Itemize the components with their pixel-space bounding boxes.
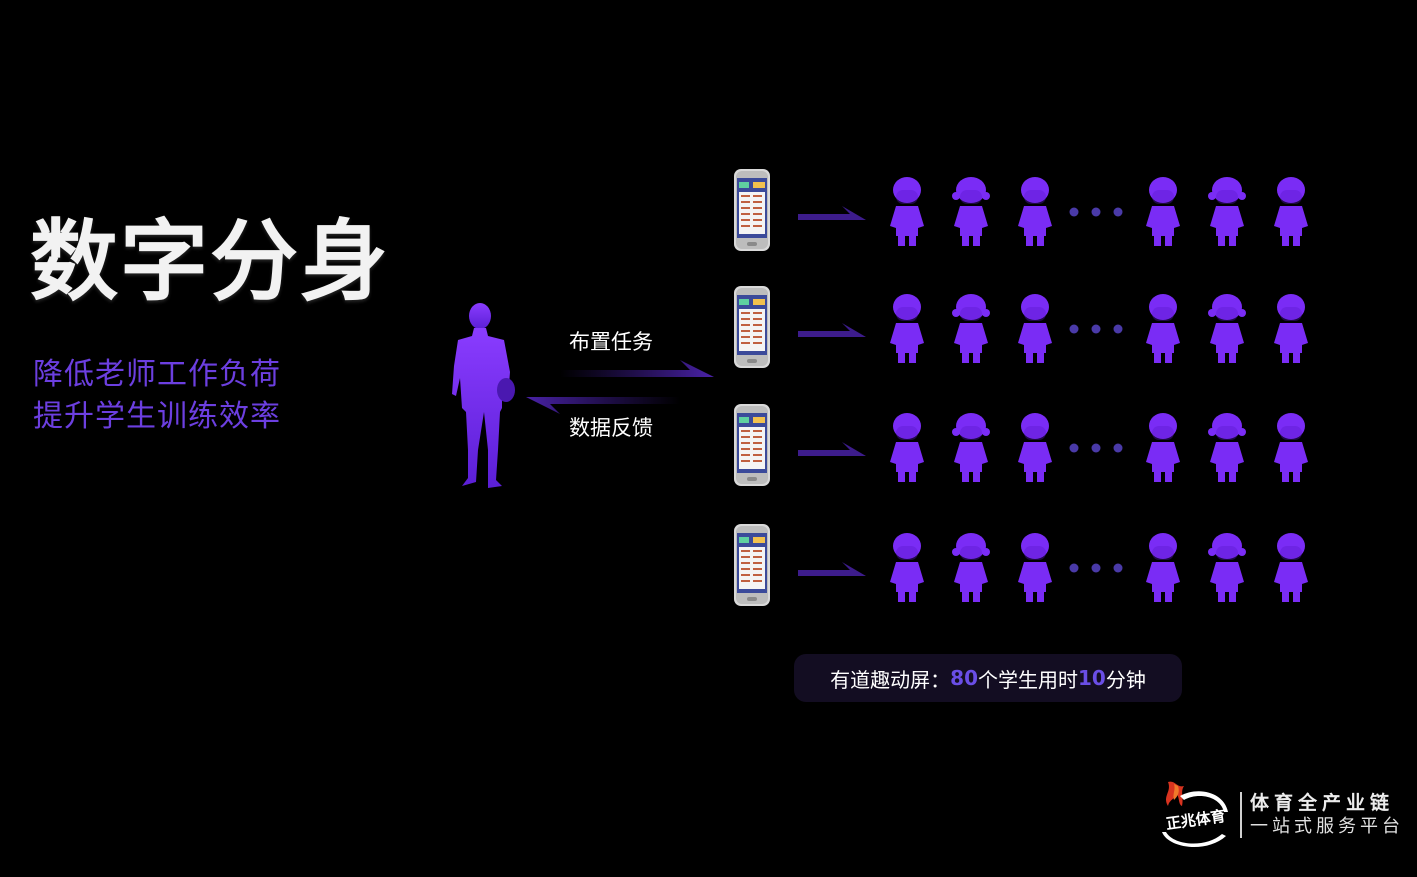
caption-suffix: 分钟 xyxy=(1105,667,1146,692)
student-figure-icon xyxy=(1142,176,1184,248)
student-figure-icon xyxy=(1206,532,1248,604)
data-feedback-label: 数据反馈 xyxy=(569,416,653,440)
student-figure-icon xyxy=(1014,532,1056,604)
student-figure-icon xyxy=(1206,176,1248,248)
tablet-device-icon xyxy=(733,403,771,487)
student-figure-icon xyxy=(1270,293,1312,365)
distribute-arrow-icon xyxy=(798,442,866,456)
feedback-arrow-icon xyxy=(526,397,680,414)
student-row xyxy=(886,293,1316,365)
page-title: 数字分身 xyxy=(30,210,391,313)
brand-logo-text: 正兆体育 xyxy=(1165,807,1227,833)
student-figure-icon xyxy=(886,412,928,484)
student-figure-icon xyxy=(1270,532,1312,604)
caption-prefix: 有道趣动屏： xyxy=(830,667,951,692)
ellipsis-icon xyxy=(1069,207,1123,217)
ellipsis-icon xyxy=(1069,324,1123,334)
student-figure-icon xyxy=(950,532,992,604)
student-figure-icon xyxy=(1142,293,1184,365)
student-figure-icon xyxy=(950,176,992,248)
student-figure-icon xyxy=(1142,412,1184,484)
student-figure-icon xyxy=(1206,293,1248,365)
ellipsis-icon xyxy=(1069,563,1123,573)
efficiency-caption: 有道趣动屏： 80 个学生用时 10 分钟 xyxy=(794,654,1182,702)
teacher-silhouette-icon xyxy=(452,303,515,488)
student-figure-icon xyxy=(950,293,992,365)
tablet-device-icon xyxy=(733,168,771,252)
student-figure-icon xyxy=(886,532,928,604)
student-row xyxy=(886,532,1316,604)
student-figure-icon xyxy=(886,293,928,365)
tablet-device-icon xyxy=(733,523,771,607)
caption-minutes: 10 xyxy=(1078,666,1106,690)
tablet-device-icon xyxy=(733,285,771,369)
caption-students-count: 80 xyxy=(950,666,978,690)
student-figure-icon xyxy=(1014,293,1056,365)
student-figure-icon xyxy=(1206,412,1248,484)
distribute-arrow-icon xyxy=(798,323,866,337)
student-figure-icon xyxy=(886,176,928,248)
brand-divider xyxy=(1240,792,1242,838)
brand-tagline-1: 体育全产业链 xyxy=(1250,792,1395,814)
student-figure-icon xyxy=(1142,532,1184,604)
student-row xyxy=(886,176,1316,248)
subtitle-line-2: 提升学生训练效率 xyxy=(33,399,281,434)
student-figure-icon xyxy=(950,412,992,484)
ellipsis-icon xyxy=(1069,443,1123,453)
distribute-arrow-icon xyxy=(798,206,866,220)
brand-logo: 正兆体育 xyxy=(1162,781,1228,848)
student-figure-icon xyxy=(1014,412,1056,484)
assign-arrow-icon xyxy=(560,360,714,377)
student-figure-icon xyxy=(1270,412,1312,484)
student-figure-icon xyxy=(1014,176,1056,248)
student-figure-icon xyxy=(1270,176,1312,248)
caption-middle: 个学生用时 xyxy=(978,667,1078,692)
brand-tagline-2: 一站式服务平台 xyxy=(1250,816,1404,837)
assign-task-label: 布置任务 xyxy=(569,330,653,354)
subtitle-line-1: 降低老师工作负荷 xyxy=(33,357,281,392)
distribute-arrow-icon xyxy=(798,562,866,576)
student-row xyxy=(886,412,1316,484)
